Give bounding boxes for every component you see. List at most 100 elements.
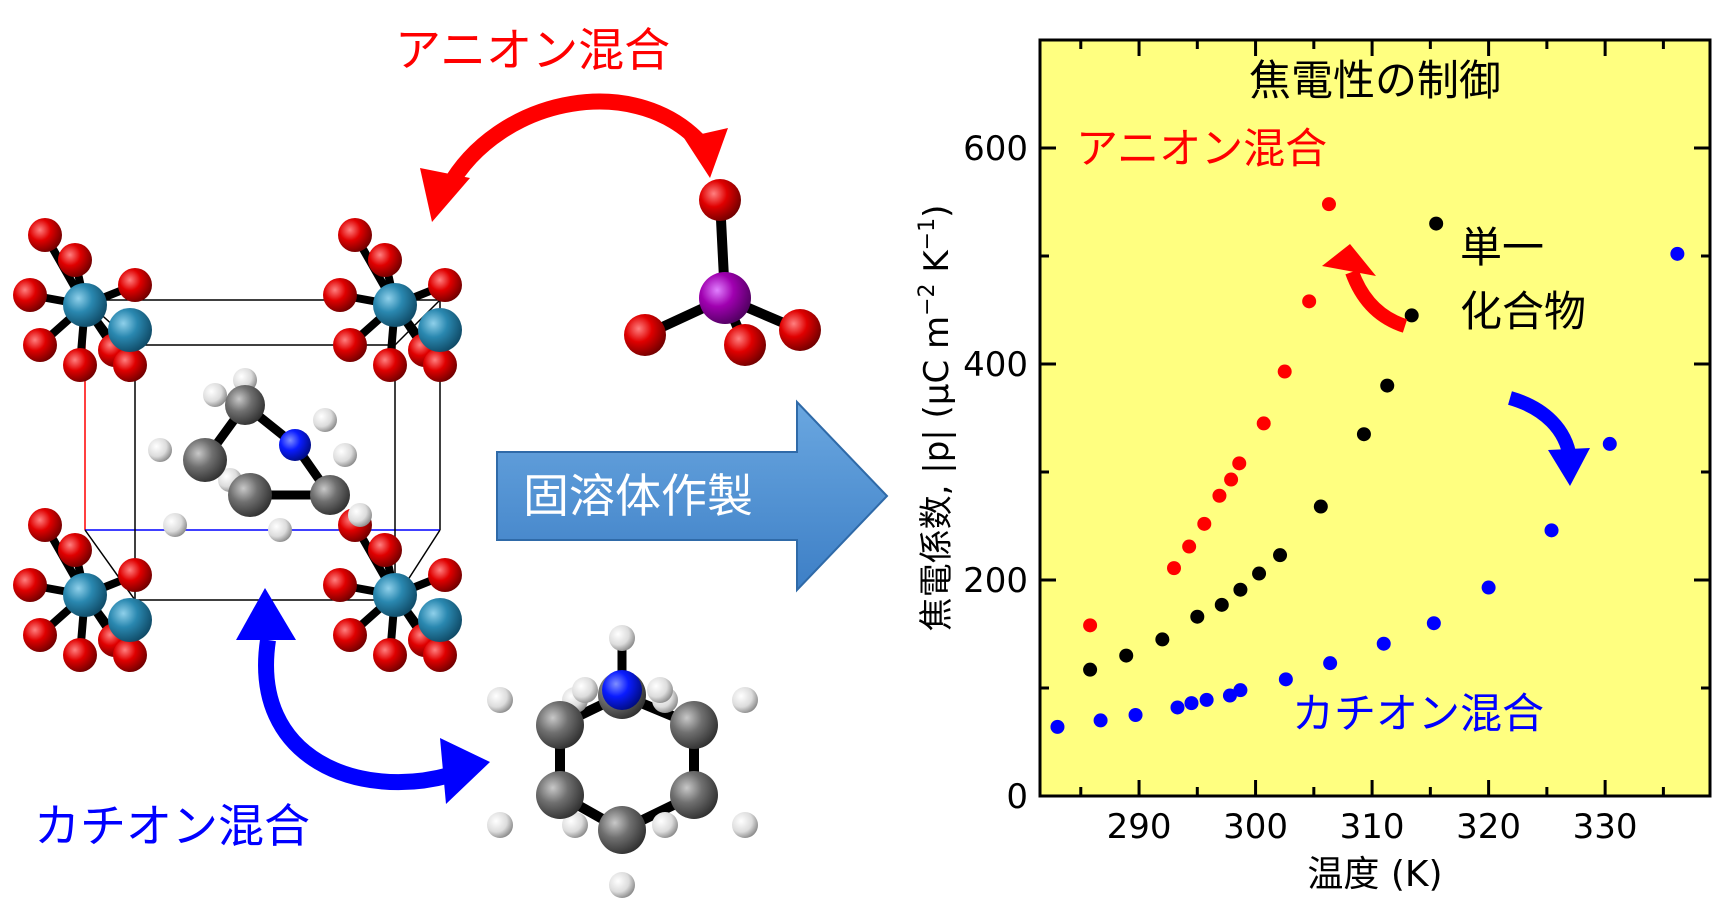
data-point-series-0	[1212, 488, 1227, 503]
series-label-single-line1: 単一	[1460, 223, 1544, 272]
plot-area	[1038, 38, 1712, 798]
data-point-series-0	[1277, 364, 1292, 379]
data-point-series-0	[1232, 456, 1247, 471]
hydrogen-atom	[609, 625, 635, 651]
hydrogen-atom	[148, 438, 172, 462]
data-point-series-1	[1233, 582, 1248, 597]
oxygen-atom	[428, 558, 462, 592]
data-point-series-0	[1182, 539, 1197, 554]
oxygen-atom	[23, 618, 57, 652]
x-tick-label: 290	[1107, 807, 1172, 847]
carbon-atom	[536, 771, 584, 819]
cation-molecule-image	[487, 625, 758, 898]
carbon-atom	[536, 701, 584, 749]
x-tick-label: 330	[1573, 807, 1638, 847]
y-tick-label: 400	[963, 345, 1028, 385]
data-point-series-1	[1155, 632, 1170, 647]
oxygen-atom	[113, 638, 147, 672]
oxygen-atom	[23, 328, 57, 362]
carbon-atom	[670, 771, 718, 819]
cation-mix-label: カチオン混合	[34, 799, 310, 853]
oxygen-atom	[28, 218, 62, 252]
data-point-series-2	[1323, 656, 1338, 671]
data-point-series-2	[1426, 616, 1441, 631]
left-panel: アニオン混合 カチオン混合 固溶体作製	[13, 23, 889, 898]
oxygen-atom	[699, 179, 741, 221]
oxygen-atom	[724, 324, 766, 366]
oxygen-atom	[63, 638, 97, 672]
x-tick-label: 310	[1340, 807, 1405, 847]
data-point-series-2	[1602, 436, 1617, 451]
cell-edge	[394, 299, 441, 346]
carbon-atom	[670, 701, 718, 749]
central-atom	[699, 272, 751, 324]
hydrogen-atom	[313, 408, 337, 432]
data-point-series-2	[1170, 700, 1185, 715]
oxygen-atom	[118, 558, 152, 592]
data-point-series-1	[1190, 609, 1205, 624]
hydrogen-atom	[609, 872, 635, 898]
hydrogen-atom	[732, 687, 758, 713]
data-point-series-2	[1670, 246, 1685, 261]
oxygen-atom	[63, 348, 97, 382]
y-tick-label: 200	[963, 561, 1028, 601]
metal-atom	[373, 573, 417, 617]
data-point-series-2	[1199, 692, 1214, 707]
data-point-series-0	[1321, 197, 1336, 212]
data-point-series-1	[1083, 662, 1098, 677]
anion-exchange-arrow	[420, 93, 728, 222]
oxygen-atom	[58, 243, 92, 277]
oxygen-atom	[13, 568, 47, 602]
data-point-series-2	[1050, 719, 1065, 734]
data-point-series-1	[1380, 378, 1395, 393]
metal-atom	[108, 308, 152, 352]
series-label-anion: アニオン混合	[1076, 124, 1327, 173]
x-axis-label: 温度 (K)	[1307, 854, 1442, 895]
hydrogen-atom	[732, 812, 758, 838]
data-point-series-2	[1481, 580, 1496, 595]
cation-exchange-arrow	[236, 588, 490, 804]
metal-atom	[108, 598, 152, 642]
hydrogen-atom	[333, 443, 357, 467]
hydrogen-atom	[348, 503, 372, 527]
data-point-series-2	[1184, 696, 1199, 711]
metal-atom	[418, 598, 462, 642]
y-tick-label: 600	[963, 129, 1028, 169]
oxygen-atom	[323, 568, 357, 602]
oxygen-atom	[423, 638, 457, 672]
data-point-series-2	[1544, 523, 1559, 538]
oxygen-atom	[368, 533, 402, 567]
data-point-series-2	[1376, 636, 1391, 651]
data-point-series-1	[1273, 548, 1288, 563]
oxygen-atom	[13, 278, 47, 312]
data-point-series-1	[1429, 216, 1444, 231]
oxygen-atom	[113, 348, 147, 382]
oxygen-atom	[624, 314, 666, 356]
y-axis-label: 焦電係数, |p| (μC m−2 K−1)	[915, 205, 957, 632]
oxygen-atom	[373, 638, 407, 672]
data-point-series-2	[1128, 708, 1143, 722]
oxygen-atom	[373, 348, 407, 382]
data-point-series-1	[1252, 566, 1267, 581]
carbon-atom	[228, 473, 272, 517]
data-point-series-2	[1233, 683, 1248, 698]
data-point-series-0	[1197, 516, 1212, 531]
chart-title: 焦電性の制御	[1249, 56, 1501, 105]
data-point-series-1	[1404, 308, 1419, 323]
oxygen-atom	[333, 618, 367, 652]
carbon-atom	[310, 475, 350, 515]
data-point-series-0	[1256, 416, 1271, 431]
oxygen-atom	[58, 533, 92, 567]
oxygen-atom	[338, 218, 372, 252]
series-label-cation: カチオン混合	[1292, 689, 1544, 738]
data-points	[1050, 197, 1685, 734]
nitrogen-atom	[602, 670, 642, 710]
data-point-series-1	[1119, 648, 1134, 663]
data-point-series-1	[1214, 597, 1229, 612]
data-point-series-2	[1278, 672, 1293, 687]
oxygen-atom	[428, 268, 462, 302]
crystal-structure-image	[13, 218, 462, 672]
hydrogen-atom	[487, 812, 513, 838]
hydrogen-atom	[562, 812, 588, 838]
